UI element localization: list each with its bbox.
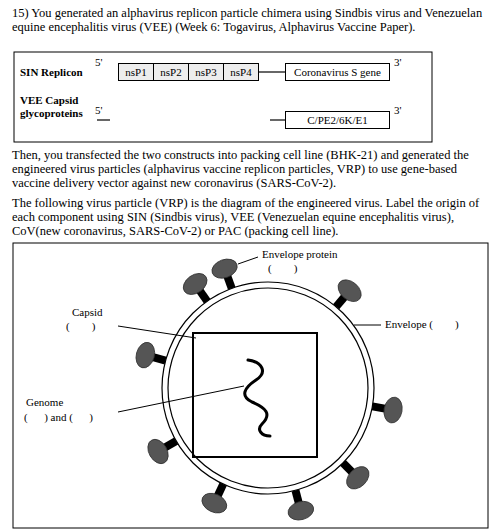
end-mark: 3' bbox=[394, 56, 401, 69]
spike-head bbox=[209, 256, 240, 282]
answer-blank: ( ) and ( ) bbox=[24, 411, 93, 424]
gene-name: C/PE2/6K/E1 bbox=[304, 114, 371, 127]
gene-box: C/PE2/6K/E1 bbox=[285, 111, 390, 129]
figure-frame bbox=[14, 52, 432, 142]
rna-strand bbox=[270, 119, 285, 120]
genome-strand bbox=[245, 360, 270, 436]
spike-head bbox=[199, 489, 230, 516]
end-mark: 5' bbox=[95, 104, 102, 117]
gene-box: nsP2 bbox=[153, 63, 189, 81]
leader-line bbox=[118, 386, 244, 412]
gene-box: Coronavirus S gene bbox=[285, 63, 390, 81]
construct-name: SIN Replicon bbox=[20, 66, 83, 79]
gene-box: nsP4 bbox=[223, 63, 259, 81]
rna-strand bbox=[259, 71, 285, 72]
gene-name: nsP3 bbox=[192, 66, 219, 79]
leader-line bbox=[118, 326, 196, 338]
leader-line bbox=[238, 257, 258, 264]
spike-head bbox=[342, 462, 373, 493]
capsid-square bbox=[193, 333, 317, 457]
rna-strand bbox=[97, 119, 110, 120]
spike-head bbox=[133, 340, 157, 370]
answer-blank: ( ) bbox=[66, 320, 95, 333]
gene-box: nsP3 bbox=[188, 63, 224, 81]
end-mark: 3' bbox=[394, 104, 401, 117]
spike-head bbox=[382, 396, 404, 425]
part-label: Envelope protein bbox=[262, 248, 337, 261]
part-label: Genome bbox=[26, 396, 63, 409]
figure-frame bbox=[13, 243, 488, 528]
gene-name: nsP2 bbox=[157, 66, 184, 79]
spike-head bbox=[179, 269, 211, 299]
leader-line bbox=[354, 325, 381, 326]
paragraph: Then, you transfected the two constructs… bbox=[12, 148, 490, 190]
part-label: Envelope ( ) bbox=[385, 318, 459, 331]
end-mark: 5' bbox=[95, 56, 102, 69]
spike-head bbox=[144, 436, 173, 468]
spike-group bbox=[133, 256, 404, 523]
gene-name: Coronavirus S gene bbox=[291, 66, 384, 79]
construct-name: VEE Capsid glycoproteins bbox=[20, 94, 92, 120]
answer-blank: ( ) bbox=[268, 262, 297, 275]
gene-box: nsP1 bbox=[118, 63, 154, 81]
spike-head bbox=[286, 499, 316, 523]
paragraph: The following virus particle (VRP) is th… bbox=[12, 196, 490, 238]
gene-name: nsP1 bbox=[122, 66, 149, 79]
question-text: 15) You generated an alphavirus replicon… bbox=[12, 6, 490, 34]
gene-name: nsP4 bbox=[227, 66, 254, 79]
part-label: Capsid bbox=[72, 306, 103, 319]
envelope-circle bbox=[162, 282, 374, 494]
spike-head bbox=[334, 275, 365, 306]
envelope-circle bbox=[168, 288, 368, 488]
